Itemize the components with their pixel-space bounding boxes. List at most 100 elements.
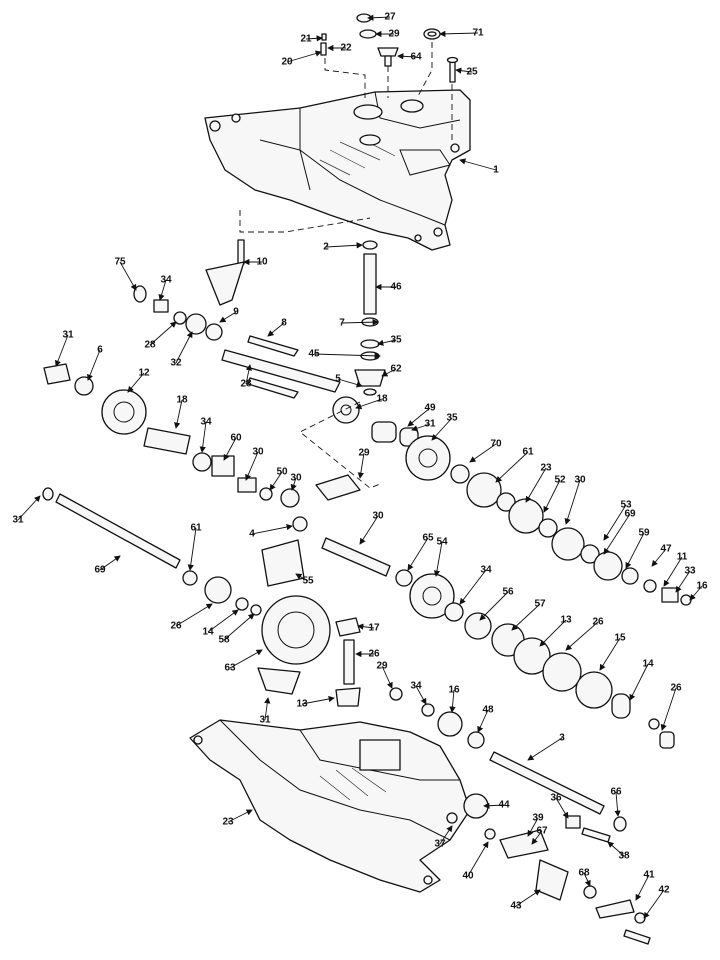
- callout-number: 2: [323, 242, 329, 253]
- callout-number: 15: [614, 633, 626, 644]
- callout-leader: [301, 695, 335, 705]
- callout-number: 16: [448, 685, 460, 696]
- callout-leader: [251, 523, 293, 535]
- callout-leader: [449, 689, 456, 713]
- callout-leader: [223, 613, 255, 641]
- callout-number: 17: [368, 623, 380, 634]
- callout-number: 62: [390, 364, 402, 375]
- right-gear-train: [405, 435, 692, 606]
- callout-number: 45: [308, 349, 320, 360]
- upper-housing: [204, 89, 471, 251]
- callout-leader: [55, 334, 69, 367]
- callout-leader: [286, 50, 322, 63]
- callout-leader: [367, 14, 391, 21]
- callout-number: 31: [424, 419, 436, 430]
- callout-leader: [175, 603, 213, 627]
- lower-housing: [189, 719, 471, 893]
- callout-number: 29: [376, 661, 388, 672]
- callout-number: 66: [610, 787, 622, 798]
- callout-leader: [607, 841, 625, 857]
- callout-number: 23: [540, 463, 552, 474]
- center-upper-gears: [299, 396, 419, 489]
- callout-number: 50: [276, 467, 288, 478]
- callout-number: 27: [384, 12, 396, 23]
- callout-number: 75: [114, 257, 126, 268]
- callout-number: 58: [218, 635, 230, 646]
- callout-number: 52: [554, 475, 566, 486]
- left-upper-cluster: [43, 285, 361, 508]
- callout-number: 7: [339, 318, 345, 329]
- callout-number: 39: [532, 813, 544, 824]
- callout-leader: [377, 339, 397, 346]
- callout-number: 4: [249, 529, 255, 540]
- callout-number: 31: [259, 715, 271, 726]
- pin-bracket-assembly: [205, 210, 386, 396]
- callout-leader: [381, 665, 393, 689]
- callout-leader: [511, 603, 541, 631]
- callout-number: 59: [638, 528, 650, 539]
- callout-leader: [99, 555, 121, 571]
- callout-number: 28: [144, 340, 156, 351]
- callout-number: 33: [684, 566, 696, 577]
- callout-number: 18: [376, 394, 388, 405]
- callout-leader: [229, 649, 263, 669]
- callout-leader: [264, 697, 271, 721]
- callout-number: 8: [281, 318, 287, 329]
- callout-leader: [660, 687, 677, 731]
- callout-leader: [433, 541, 443, 577]
- callout-number: 57: [534, 599, 546, 610]
- callout-leader: [467, 841, 489, 877]
- callout-leader: [207, 609, 239, 633]
- shaft-4-assembly: [292, 516, 675, 749]
- callout-number: 35: [390, 335, 402, 346]
- callout-leader: [219, 311, 237, 323]
- callout-leader: [479, 591, 509, 621]
- callout-leader: [603, 513, 631, 555]
- callout-number: 26: [170, 621, 182, 632]
- callout-number: 10: [256, 257, 268, 268]
- callout-number: 30: [574, 475, 586, 486]
- callout-number: 41: [643, 870, 655, 881]
- callout-leader: [337, 378, 363, 388]
- callout-leader: [439, 30, 479, 38]
- callout-leader: [459, 569, 487, 605]
- callout-leader: [527, 817, 539, 837]
- callout-number: 29: [358, 448, 370, 459]
- callout-leader: [313, 352, 381, 359]
- callout-leader: [525, 467, 547, 503]
- callout-leader: [341, 319, 379, 326]
- callout-leader: [555, 797, 569, 819]
- callout-leader: [227, 809, 253, 823]
- callout-number: 55: [302, 576, 314, 587]
- callout-number: 14: [642, 659, 654, 670]
- callout-number: 34: [160, 275, 172, 286]
- callout-leader: [543, 479, 561, 513]
- left-axle-47: [42, 487, 262, 616]
- callout-number: 64: [410, 52, 422, 63]
- callout-number: 68: [578, 868, 590, 879]
- callout-number: 12: [138, 368, 150, 379]
- callout-leader: [625, 532, 645, 569]
- callout-leader: [583, 872, 591, 887]
- callout-leader: [267, 322, 285, 337]
- callout-leader: [325, 242, 363, 249]
- callout-leader: [439, 825, 453, 845]
- callout-number: 46: [390, 282, 402, 293]
- callout-leader: [603, 504, 627, 541]
- callout-number: 48: [482, 705, 494, 716]
- callout-number: 30: [290, 473, 302, 484]
- callout-number: 34: [410, 681, 422, 692]
- callout-number: 30: [252, 447, 264, 458]
- callout-number: 14: [202, 627, 214, 638]
- right-lower-axle-linkage: [446, 751, 651, 945]
- callout-leader: [415, 685, 427, 705]
- callout-number: 13: [560, 615, 572, 626]
- callout-number: 47: [660, 544, 672, 555]
- differential-assembly: [257, 539, 485, 749]
- callout-number: 67: [536, 826, 548, 837]
- callout-leader: [175, 331, 193, 364]
- callout-leader: [495, 451, 529, 483]
- callout-number: 21: [300, 34, 312, 45]
